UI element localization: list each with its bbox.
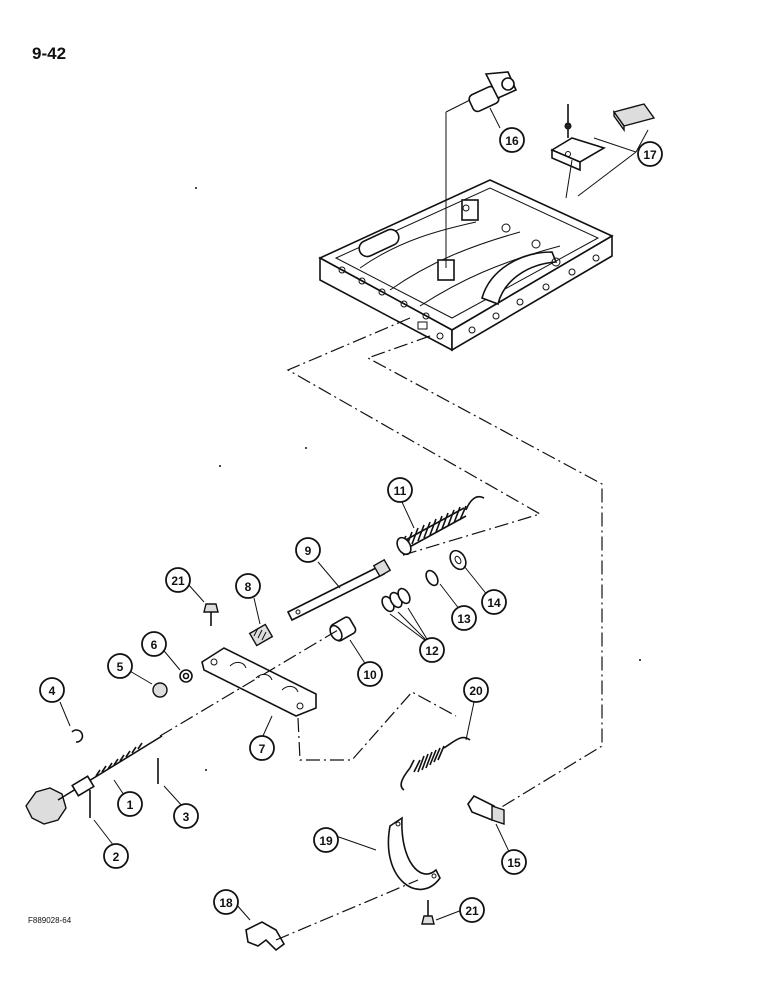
callout-2: 2 bbox=[103, 843, 129, 869]
callout-label: 9 bbox=[305, 544, 312, 558]
callout-label: 1 bbox=[127, 798, 134, 812]
callout-7: 7 bbox=[249, 735, 275, 761]
callout-10: 10 bbox=[357, 661, 383, 687]
callout-label: 18 bbox=[219, 896, 233, 910]
part-11-spring bbox=[396, 495, 485, 556]
figure-code: F889028-64 bbox=[28, 916, 72, 925]
callout-5: 5 bbox=[107, 653, 133, 679]
part-16-pivot bbox=[445, 71, 518, 268]
callout-21-bottom: 21 bbox=[459, 897, 485, 923]
callout-4: 4 bbox=[39, 677, 65, 703]
callout-11: 11 bbox=[387, 477, 413, 503]
callout-label: 21 bbox=[465, 904, 479, 918]
callout-label: 3 bbox=[183, 810, 190, 824]
callout-label: 5 bbox=[117, 660, 124, 674]
callout-13: 13 bbox=[451, 605, 477, 631]
part-5-nut bbox=[152, 682, 168, 698]
part-13-washer bbox=[425, 569, 439, 587]
callout-8: 8 bbox=[235, 573, 261, 599]
callout-15: 15 bbox=[501, 849, 527, 875]
callout-9: 9 bbox=[295, 537, 321, 563]
callout-18: 18 bbox=[213, 889, 239, 915]
callout-label: 13 bbox=[457, 612, 471, 626]
callout-label: 11 bbox=[394, 484, 407, 498]
callout-label: 16 bbox=[505, 134, 519, 148]
callout-label: 6 bbox=[151, 638, 158, 652]
callout-21-top: 21 bbox=[165, 567, 191, 593]
part-21-screw-bottom bbox=[421, 900, 435, 925]
callout-label: 8 bbox=[245, 580, 252, 594]
part-18-hook bbox=[245, 921, 286, 952]
callout-16: 16 bbox=[499, 127, 525, 153]
callout-label: 4 bbox=[49, 684, 56, 698]
callout-label: 2 bbox=[113, 850, 120, 864]
part-12-washers bbox=[381, 587, 411, 613]
callout-20: 20 bbox=[463, 677, 489, 703]
callout-6: 6 bbox=[141, 631, 167, 657]
callout-12: 12 bbox=[419, 637, 445, 663]
part-8-spring bbox=[248, 623, 274, 647]
callout-label: 12 bbox=[425, 644, 439, 658]
part-19-strap bbox=[387, 816, 441, 891]
part-4-clip bbox=[71, 729, 84, 743]
part-7-lever bbox=[201, 647, 317, 717]
part-9-shaft bbox=[286, 558, 392, 622]
part-17-assembly bbox=[550, 103, 656, 199]
callout-label: 10 bbox=[363, 668, 377, 682]
part-15-bolt bbox=[467, 794, 505, 825]
callout-label: 15 bbox=[507, 856, 521, 870]
callout-1: 1 bbox=[117, 791, 143, 817]
callout-14: 14 bbox=[481, 589, 507, 615]
callout-label: 14 bbox=[487, 596, 501, 610]
part-20-spring bbox=[400, 736, 471, 791]
callout-3: 3 bbox=[173, 803, 199, 829]
part-10-sleeve bbox=[329, 616, 357, 642]
callout-label: 7 bbox=[259, 742, 266, 756]
callout-label: 19 bbox=[319, 834, 333, 848]
callout-label: 20 bbox=[469, 684, 483, 698]
callout-label: 17 bbox=[643, 148, 657, 162]
part-21-screw-top bbox=[203, 603, 219, 626]
callout-19: 19 bbox=[313, 827, 339, 853]
callout-17: 17 bbox=[637, 141, 663, 167]
adjust-rod-assembly bbox=[25, 735, 163, 825]
part-14-washer bbox=[449, 549, 467, 571]
callout-label: 21 bbox=[171, 574, 185, 588]
page-number: 9-42 bbox=[32, 44, 67, 63]
seat-base-frame bbox=[318, 179, 614, 352]
